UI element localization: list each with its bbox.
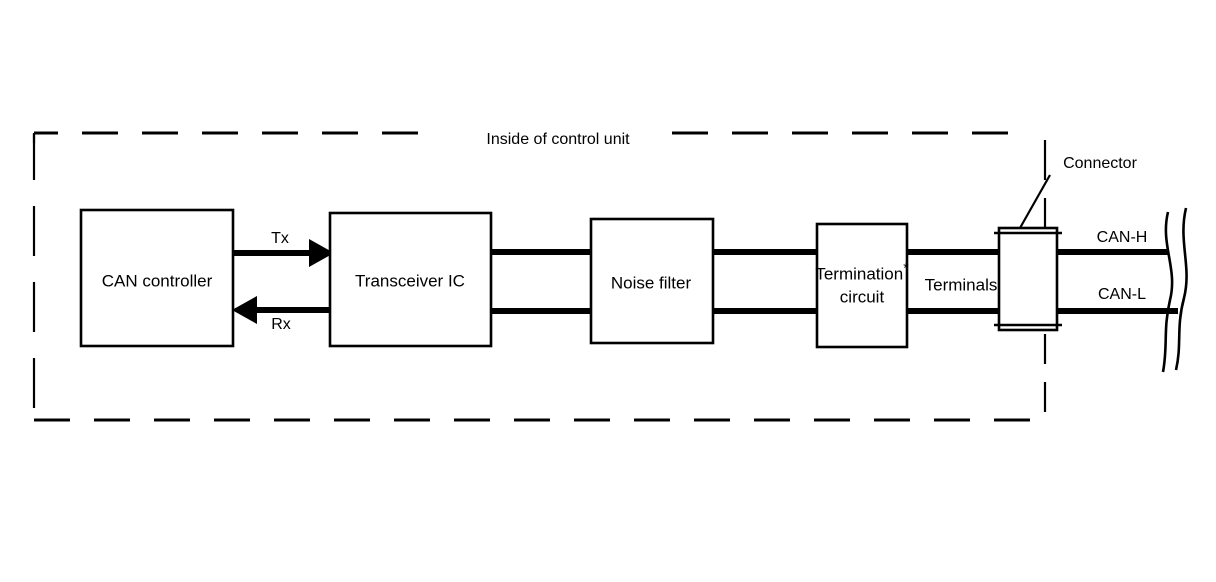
tx-arrow	[232, 239, 334, 267]
rx-arrow	[232, 296, 334, 324]
block-can-controller	[79, 208, 235, 348]
can-bus-lines	[490, 249, 1178, 314]
block-termination-circuit	[815, 222, 909, 349]
control-unit-boundary	[32, 131, 1047, 422]
block-label-transceiver-ic: Transceiver IC	[355, 271, 465, 291]
can-low-label: CAN-L	[1097, 286, 1147, 303]
rx-label: Rx	[271, 316, 291, 333]
connector-label: Connector	[1063, 155, 1137, 172]
block-transceiver-ic	[328, 211, 493, 348]
connector-leader-line	[1019, 174, 1051, 229]
block-label-noise-filter: Noise filter	[610, 273, 692, 293]
termination-line2: circuit	[839, 287, 885, 307]
block-label-can-controller: CAN controller	[101, 271, 213, 291]
boundary-title: Inside of control unit	[486, 131, 630, 148]
block-noise-filter	[589, 217, 715, 345]
terminals-label: Terminals	[924, 275, 998, 295]
can-high-label: CAN-H	[1096, 229, 1148, 246]
footnote-asterisk: *	[903, 259, 909, 276]
block-label-termination-circuit: Termination* circuit	[815, 259, 908, 310]
tx-label: Tx	[271, 230, 289, 247]
termination-line1: Termination	[815, 264, 904, 284]
cable-break-lines	[1161, 207, 1188, 373]
block-connector	[994, 226, 1062, 332]
